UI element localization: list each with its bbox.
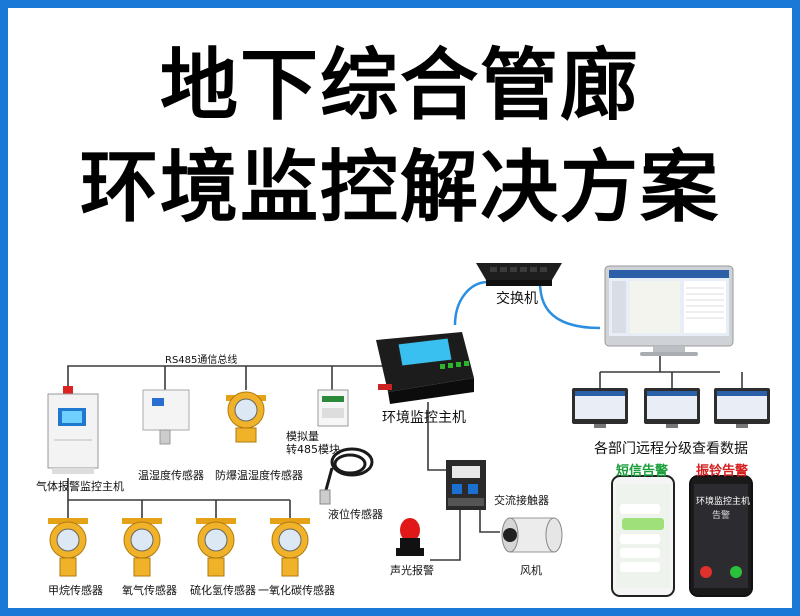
sound-light-alarm: [396, 518, 424, 556]
contactor-alarm-wire: [430, 508, 460, 560]
oxygen-label: 氧气传感器: [122, 582, 177, 598]
phone-sms: [612, 476, 674, 596]
cable-switch-pc: [540, 282, 600, 328]
explosion-proof-th-sensor: [226, 392, 266, 442]
alarm-label: 声光报警: [390, 562, 434, 578]
call-title: 环境监控主机: [696, 494, 750, 507]
gas-alarm-host: [48, 386, 98, 474]
remote-monitor-1: [572, 388, 628, 428]
fan-label: 风机: [520, 562, 542, 578]
analog-converter-label: 模拟量 转485模块: [286, 430, 340, 456]
cable-host-switch: [455, 282, 488, 325]
h2s-sensor-device: [196, 518, 236, 576]
duct-fan: [502, 518, 562, 552]
oxygen-sensor-device: [122, 518, 162, 576]
analog-converter-module: [318, 390, 348, 426]
ring-alert-title: 振铃告警: [696, 460, 748, 479]
call-subtitle: 告警: [712, 508, 730, 521]
remote-monitor-3: [714, 388, 770, 428]
sms-alert-title: 短信告警: [616, 460, 668, 479]
monitoring-host-device: [376, 332, 474, 404]
rs485-bus-line: [68, 366, 388, 392]
methane-sensor-device: [48, 518, 88, 576]
explosion-proof-th-label: 防爆温湿度传感器: [215, 467, 303, 483]
h2s-label: 硫化氢传感器: [190, 582, 256, 598]
gas-host-label: 气体报警监控主机: [36, 478, 124, 494]
temp-humidity-sensor: [143, 390, 189, 444]
temp-humidity-label: 温湿度传感器: [138, 467, 204, 483]
liquid-level-sensor: [320, 449, 372, 504]
contactor-fan-wire: [480, 508, 500, 532]
host-label: 环境监控主机: [382, 407, 466, 427]
co-label: 一氧化碳传感器: [258, 582, 335, 598]
remote-monitor-2: [644, 388, 700, 428]
contactor-label: 交流接触器: [494, 492, 549, 508]
network-switch: [476, 263, 562, 286]
contactor-device: [446, 460, 486, 510]
co-sensor-device: [270, 518, 310, 576]
switch-label: 交换机: [496, 288, 538, 308]
dept-data-label: 各部门远程分级查看数据: [594, 438, 748, 458]
desktop-monitor: [605, 266, 733, 356]
rs485-bus-label: RS485通信总线: [165, 351, 237, 366]
methane-label: 甲烷传感器: [48, 582, 103, 598]
liquid-level-label: 液位传感器: [328, 506, 383, 522]
